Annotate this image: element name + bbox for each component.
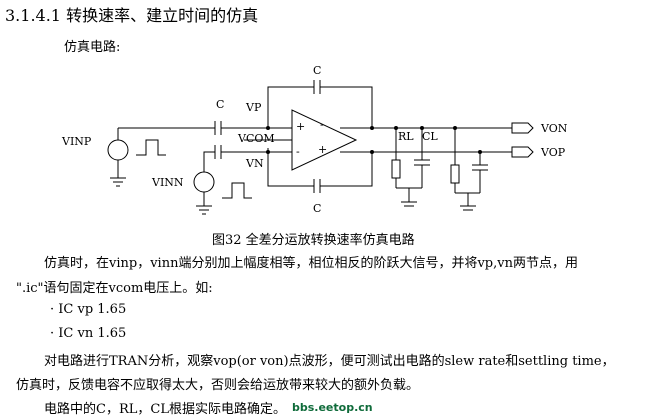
output-label-vop: VOP (540, 146, 566, 159)
cap-label-vp: C (216, 98, 224, 111)
opamp-plus-bottom: + (318, 143, 327, 156)
paragraph-1-line-1: 仿真时，在vinp，vinn端分别加上幅度相等，相位相反的阶跃大信号，并将vp,… (44, 256, 578, 271)
watermark: bbs.eetop.cn (292, 401, 373, 414)
section-heading: 3.1.4.1 转换速率、建立时间的仿真 (5, 6, 259, 25)
paragraph-1-line-2: ".ic"语句固定在vcom电压上。如: (16, 281, 213, 296)
opamp-minus-bottom: - (296, 145, 300, 158)
paragraph-2-line-1: 对电路进行TRAN分析，观察vop(or von)点波形，便可测试出电路的sle… (44, 354, 615, 369)
paragraph-2-line-2: 仿真时，反馈电容不应取得太大，否则会给运放带来较大的额外负载。 (16, 378, 420, 393)
cap-label-top: C (313, 64, 321, 77)
load-label-cl: CL (422, 130, 438, 143)
output-label-von: VON (540, 122, 568, 135)
cap-label-bottom: C (313, 202, 321, 215)
input-label-vinp: VINP (61, 135, 92, 148)
load-label-rl: RL (398, 130, 414, 143)
circuit-labels: C C VP VCOM VN C RL CL VON VOP VINP VINN… (61, 64, 568, 215)
ic-statement-vp: · IC vp 1.65 (50, 302, 127, 317)
opamp-plus-top: + (296, 120, 305, 133)
figure-caption: 图32 全差分运放转换速率仿真电路 (212, 233, 415, 248)
opamp-minus-top: - (320, 118, 324, 131)
subheading: 仿真电路: (64, 40, 121, 55)
ic-statement-vn: · IC vn 1.65 (50, 326, 127, 341)
input-label-vinn: VINN (151, 176, 184, 189)
node-label-vcom: VCOM (237, 132, 275, 145)
node-label-vn: VN (245, 157, 264, 170)
paragraph-3: 电路中的C，RL，CL根据实际电路确定。 (44, 402, 286, 417)
circuit-diagram: C C VP VCOM VN C RL CL VON VOP VINP VINN… (61, 64, 568, 215)
node-label-vp: VP (245, 101, 262, 114)
